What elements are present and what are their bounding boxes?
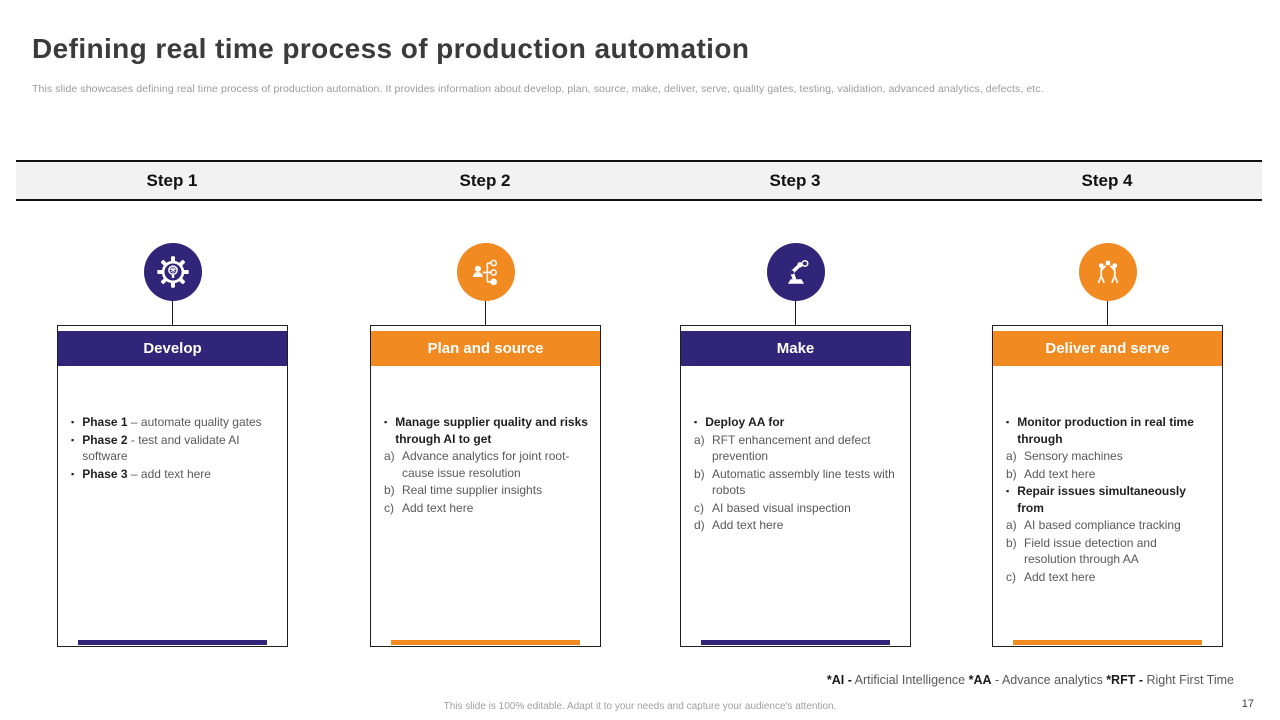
- connector-line: [795, 301, 796, 325]
- connector-line: [1107, 301, 1108, 325]
- lettered-item: a)Sensory machines: [1006, 449, 1123, 463]
- bullet-item: ▪Phase 2 - test and validate AI software: [71, 432, 240, 464]
- robot-arm-icon: [766, 243, 825, 301]
- lettered-item: b)Automatic assembly line tests with rob…: [694, 466, 895, 498]
- square-bullet-icon: ▪: [694, 417, 698, 427]
- step-header-bar: Step 1 Step 2 Step 3 Step 4: [16, 160, 1262, 201]
- lettered-item: b)Add text here: [1006, 466, 1096, 481]
- footnote-definition: - Advance analytics: [991, 673, 1107, 687]
- card-header: Develop: [58, 331, 287, 366]
- bullet-item: ▪Monitor production in real time through: [1006, 415, 1194, 446]
- card-header: Plan and source: [371, 331, 600, 366]
- lettered-item: c)Add text here: [1006, 569, 1096, 584]
- process-card: Deliver and serve▪Monitor production in …: [992, 325, 1223, 647]
- page-title: Defining real time process of production…: [32, 33, 750, 64]
- card-accent-bar: [78, 640, 267, 645]
- connector-line: [485, 301, 486, 325]
- square-bullet-icon: ▪: [71, 434, 75, 445]
- lettered-item: c)Add text here: [384, 500, 474, 515]
- editable-note: This slide is 100% editable. Adapt it to…: [443, 701, 837, 712]
- square-bullet-icon: ▪: [384, 417, 388, 427]
- abbreviation-footnote: *AI - Artificial Intelligence *AA - Adva…: [827, 673, 1234, 687]
- step-label-2: Step 2: [459, 171, 511, 190]
- process-card: Develop▪Phase 1 – automate quality gates…: [57, 325, 288, 647]
- card-accent-bar: [1013, 640, 1202, 645]
- step-label-4: Step 4: [1081, 171, 1133, 190]
- card-accent-bar: [391, 640, 580, 645]
- card-body: ▪Manage supplier quality and risks throu…: [371, 366, 600, 516]
- lettered-item: a)RFT enhancement and defect prevention: [694, 432, 871, 464]
- card-body: ▪Deploy AA for a)RFT enhancement and defe…: [681, 366, 910, 534]
- footnote-abbr: *AI -: [826, 673, 852, 687]
- lettered-item: b)Field issue detection and resolution t…: [1006, 535, 1157, 567]
- step-column-2: Plan and source ▪Manage supplier quality …: [370, 243, 601, 647]
- step-label-3: Step 3: [769, 171, 821, 190]
- process-card: Plan and source ▪Manage supplier quality …: [370, 325, 601, 647]
- card-header: Deliver and serve: [993, 331, 1222, 366]
- card-body: ▪Phase 1 – automate quality gates ▪Phase …: [58, 366, 287, 482]
- card-body: ▪Monitor production in real time through…: [993, 366, 1222, 585]
- lettered-item: c)AI based visual inspection: [694, 500, 851, 515]
- step-column-1: Develop▪Phase 1 – automate quality gates…: [57, 243, 288, 647]
- bullet-item: ▪Deploy AA for: [694, 415, 785, 429]
- footnote-definition: Right First Time: [1143, 673, 1234, 687]
- bullet-item: ▪Phase 3 – add text here: [71, 466, 211, 481]
- step-column-4: Deliver and serve▪Monitor production in …: [992, 243, 1223, 647]
- step-label-1: Step 1: [146, 171, 198, 190]
- lettered-item: b)Real time supplier insights: [384, 483, 543, 497]
- gear-brain-icon: [143, 243, 202, 301]
- page-number: 17: [1241, 698, 1254, 710]
- process-card: Make ▪Deploy AA for a)RFT enhancement and …: [680, 325, 911, 647]
- card-accent-bar: [701, 640, 890, 645]
- bullet-item: ▪Repair issues simultaneously from: [1006, 484, 1186, 515]
- square-bullet-icon: ▪: [1006, 417, 1010, 427]
- lettered-item: a)AI based compliance tracking: [1006, 518, 1181, 532]
- square-bullet-icon: ▪: [71, 468, 75, 479]
- footnote-abbr: *AA: [968, 673, 992, 687]
- card-header: Make: [681, 331, 910, 366]
- slide-description: This slide showcases defining real time …: [32, 83, 1044, 95]
- supplier-network-icon: [456, 243, 515, 301]
- connector-line: [172, 301, 173, 325]
- bullet-item: ▪Phase 1 – automate quality gates: [71, 415, 262, 429]
- lettered-item: a)Advance analytics for joint root-cause…: [384, 449, 570, 480]
- square-bullet-icon: ▪: [1006, 486, 1010, 496]
- step-column-3: Make ▪Deploy AA for a)RFT enhancement and …: [680, 243, 911, 647]
- lettered-item: d)Add text here: [694, 518, 784, 532]
- delivery-people-icon: [1078, 243, 1137, 301]
- footnote-abbr: *RFT -: [1106, 673, 1143, 687]
- footnote-definition: Artificial Intelligence: [851, 673, 969, 687]
- square-bullet-icon: ▪: [71, 417, 75, 427]
- bullet-item: ▪Manage supplier quality and risks throu…: [384, 415, 588, 446]
